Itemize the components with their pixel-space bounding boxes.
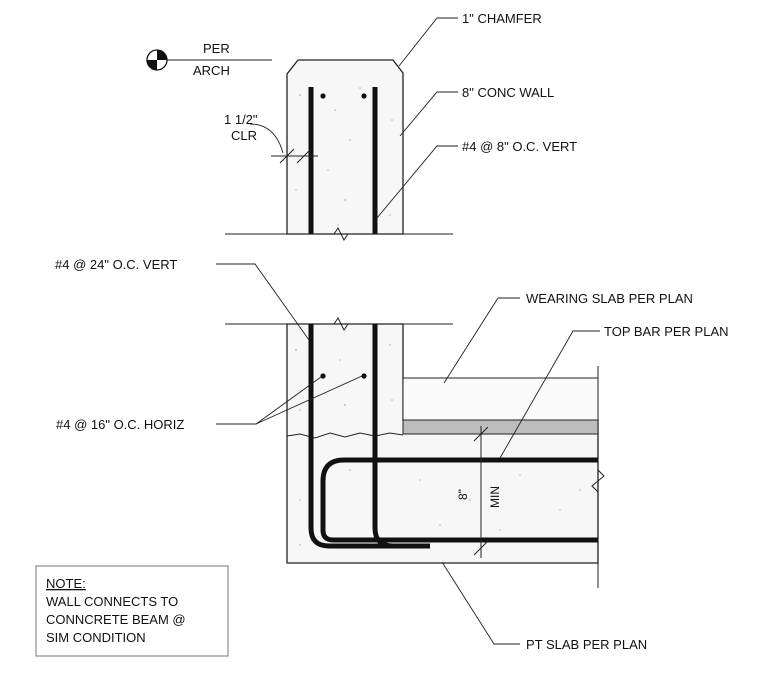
note-line: SIM CONDITION: [46, 630, 146, 645]
lower-horizontal-bar-left: [320, 373, 326, 379]
dimension-value: 8": [456, 489, 470, 500]
label-horiz-16: #4 @ 16" O.C. HORIZ: [56, 417, 184, 432]
upper-break-line: [225, 227, 453, 241]
lower-horizontal-bar-right: [361, 373, 367, 379]
label-vert-8: #4 @ 8" O.C. VERT: [462, 139, 577, 154]
wearing-slab: [402, 377, 599, 421]
label-vert-24: #4 @ 24" O.C. VERT: [55, 257, 177, 272]
note-line: CONNCRETE BEAM @: [46, 612, 186, 627]
elevation-target-icon: [146, 49, 272, 71]
label-per-arch-line2: ARCH: [193, 63, 230, 78]
lower-wall-concrete: [286, 323, 599, 564]
upper-horizontal-bar-left: [320, 93, 326, 99]
lower-break-line: [225, 317, 453, 331]
note-box: NOTE: WALL CONNECTS TO CONNCRETE BEAM @ …: [35, 565, 229, 657]
clear-cover-dimension: [249, 123, 318, 164]
label-chamfer: 1" CHAMFER: [462, 11, 542, 26]
note-title: NOTE:: [46, 576, 86, 591]
label-top-bar: TOP BAR PER PLAN: [604, 324, 729, 339]
cold-joint-line: [286, 432, 404, 439]
lower-wall-and-slab: [225, 317, 605, 588]
upper-wall: [225, 59, 453, 241]
lower-left-bar-hook: [308, 527, 430, 549]
label-pt-slab: PT SLAB PER PLAN: [526, 637, 647, 652]
label-clr-line2: CLR: [231, 128, 257, 143]
label-per-arch-line1: PER: [203, 41, 230, 56]
lower-aggregate: [295, 344, 581, 546]
slab-dimension-tick-bottom: [473, 540, 489, 556]
slab-dimension-tick-top: [473, 426, 489, 442]
label-wearing-slab: WEARING SLAB PER PLAN: [526, 291, 693, 306]
dimension-min: MIN: [488, 486, 502, 508]
label-clr-line1: 1 1/2": [224, 112, 258, 127]
wearing-slab-strip: [402, 419, 599, 435]
slab-right-break-line: [591, 366, 605, 588]
upper-wall-aggregate: [295, 87, 393, 226]
note-line: WALL CONNECTS TO: [46, 594, 178, 609]
leaders: [216, 17, 600, 645]
label-conc-wall: 8" CONC WALL: [462, 85, 554, 100]
upper-horizontal-bar-right: [361, 93, 367, 99]
slab-top-bar: [320, 457, 598, 543]
